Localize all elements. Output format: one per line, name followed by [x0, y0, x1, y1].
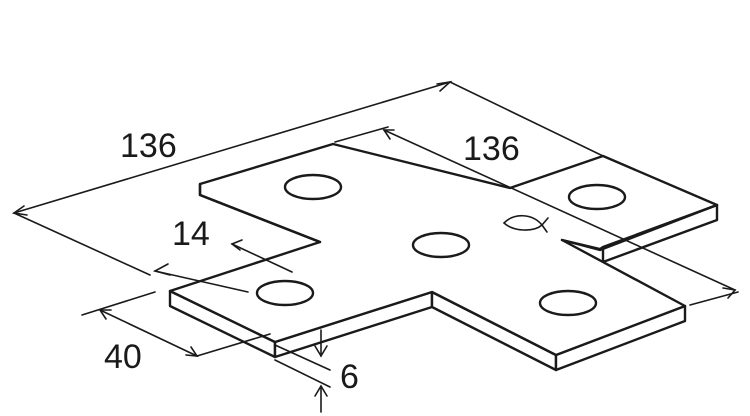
- dimension-label-length: 136: [120, 127, 177, 165]
- dimension-label-arm-width: 40: [104, 338, 142, 376]
- left-arm-upper-edge: [198, 182, 322, 244]
- dimension-thickness: 6: [274, 329, 359, 413]
- dimension-overall-width: 136: [334, 126, 739, 306]
- dimension-arm-width: 40: [81, 291, 271, 376]
- dimension-hole-offset: 14: [152, 215, 293, 293]
- hole-left: [255, 279, 315, 307]
- right-arm-step-edge: [560, 203, 719, 252]
- hole-center: [411, 231, 471, 259]
- hole-bottom-right: [538, 289, 598, 317]
- fish-mark-icon: [502, 214, 549, 233]
- dimension-overall-length: 136: [11, 80, 604, 276]
- dimension-label-offset: 14: [172, 215, 210, 253]
- hole-top-right: [567, 183, 627, 211]
- dimension-label-thickness: 6: [340, 358, 359, 396]
- mounting-holes: [255, 173, 627, 317]
- dimension-label-width: 136: [463, 130, 520, 168]
- hole-top-left: [283, 173, 343, 201]
